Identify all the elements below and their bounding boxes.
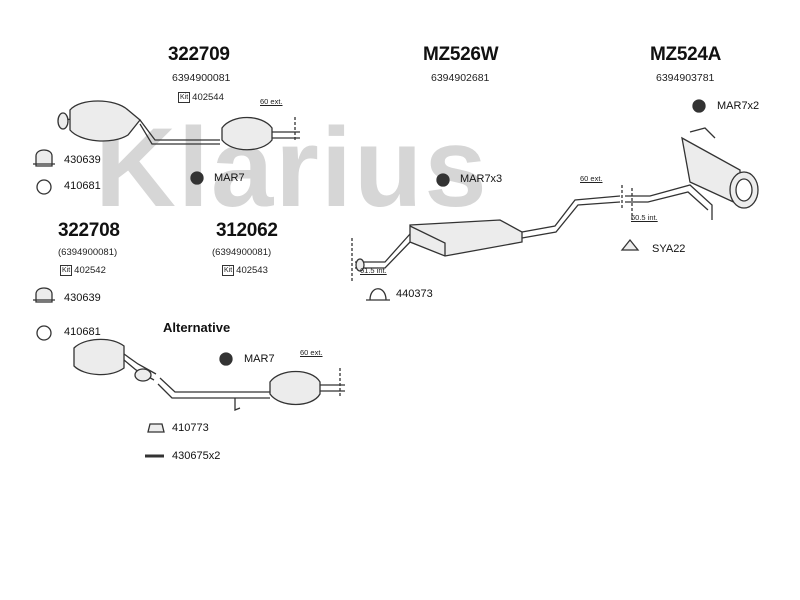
ring-gasket-icon — [147, 423, 165, 433]
accessory-label: MAR7 — [244, 353, 275, 365]
part-number-mz526w: MZ526W — [423, 44, 499, 65]
oem-number: (6394900081) — [212, 247, 272, 258]
oem-number: 6394902681 — [431, 72, 490, 84]
catalyst-drawing-top — [57, 100, 300, 151]
gasket-icon — [36, 179, 52, 195]
clamp-icon — [33, 149, 55, 167]
clamp-icon — [33, 287, 55, 303]
middle-silencer-drawing — [351, 185, 623, 282]
accessory-label: MAR7x2 — [717, 100, 760, 112]
alternative-drawing — [73, 338, 345, 411]
part-number-312062: 312062 — [216, 220, 278, 241]
mounting-rubber-icon — [436, 173, 450, 187]
accessory-label: 410681 — [64, 180, 101, 192]
kit-value: 402544 — [192, 92, 224, 103]
rear-silencer-drawing — [625, 127, 759, 220]
accessory-label: MAR7 — [214, 172, 245, 184]
part-number-322708: 322708 — [58, 220, 120, 241]
kit-value: 402542 — [74, 265, 106, 276]
gasket-icon — [36, 325, 52, 341]
int-diameter-label: 60.5 int. — [631, 213, 658, 222]
int-diameter-label: 61.5 int. — [360, 266, 387, 275]
part-number-322709: 322709 — [168, 44, 230, 65]
oem-number: 6394903781 — [656, 72, 715, 84]
accessory-label: 410681 — [64, 326, 101, 338]
accessory-label: MAR7x3 — [460, 173, 503, 185]
accessory-label: 430675x2 — [172, 450, 221, 462]
oem-number: (6394900081) — [58, 247, 118, 258]
kit-label: Kit — [60, 265, 73, 276]
accessory-label: 430639 — [64, 154, 101, 166]
kit-value: 402543 — [236, 265, 268, 276]
kit-label: Kit — [222, 265, 235, 276]
accessory-label: SYA22 — [652, 243, 686, 255]
ext-diameter-label: 60 ext. — [300, 348, 323, 357]
accessory-label: 430639 — [64, 292, 101, 304]
accessory-label: 410773 — [172, 422, 209, 434]
mounting-rubber-icon — [692, 99, 706, 113]
part-number-mz524a: MZ524A — [650, 44, 722, 65]
alternative-title: Alternative — [163, 320, 231, 335]
u-clamp-icon — [366, 288, 390, 301]
oem-number: 6394900081 — [172, 72, 231, 84]
accessory-label: 440373 — [396, 288, 433, 300]
kit-label: Kit — [178, 92, 191, 103]
ext-diameter-label: 60 ext. — [260, 97, 283, 106]
mounting-rubber-icon — [219, 352, 233, 366]
watermark-logo: Klarius — [95, 105, 489, 230]
hanger-bracket-icon — [620, 238, 640, 251]
ext-diameter-label: 60 ext. — [580, 174, 603, 183]
mounting-rubber-icon — [190, 171, 204, 185]
